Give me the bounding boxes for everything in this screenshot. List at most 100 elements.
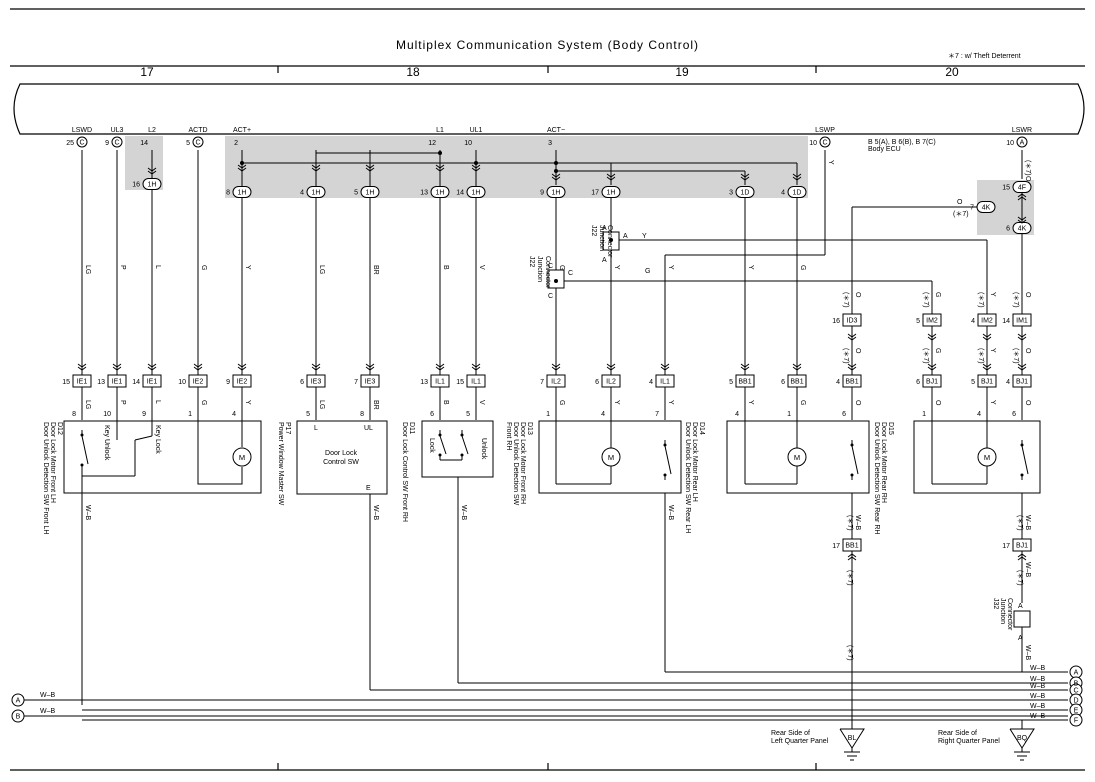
wire-segment bbox=[134, 435, 153, 441]
ecu-pin-name: LSWP bbox=[815, 127, 835, 134]
junction-pin-tag: 4F bbox=[1018, 185, 1026, 192]
component-name: D12 bbox=[56, 422, 63, 435]
switch-blade bbox=[1021, 445, 1029, 475]
connector-tag: IE2 bbox=[237, 379, 248, 386]
connector-im2 bbox=[922, 313, 942, 327]
connector-il2 bbox=[546, 374, 566, 388]
arrow-chevron bbox=[927, 333, 937, 338]
ecu-name: Body ECU bbox=[868, 146, 901, 153]
bus-ref-letter: C bbox=[1073, 688, 1078, 695]
ecu-pin-number: 10 bbox=[1006, 140, 1014, 147]
inner-label: Door Lock bbox=[325, 450, 357, 457]
bus-ref-letter: A bbox=[1074, 670, 1079, 677]
motor-label: M bbox=[608, 453, 614, 462]
ecu-pin-circle bbox=[819, 136, 831, 148]
arrow-chevron bbox=[237, 366, 247, 371]
bus-color-label: W–B bbox=[40, 692, 56, 699]
box-d13 bbox=[538, 420, 682, 494]
arrow-chevron bbox=[365, 366, 375, 371]
switch-label: Lock bbox=[428, 438, 435, 453]
connector-number: 9 bbox=[226, 379, 230, 386]
arrow-chevron bbox=[792, 363, 802, 368]
jc-label: J22 bbox=[590, 225, 597, 236]
junction-pin-tag: 1H bbox=[312, 190, 321, 197]
ground-label: Right Quarter Panel bbox=[938, 738, 1000, 745]
ground-label: Left Quarter Panel bbox=[771, 738, 829, 745]
star7-label: (＊7) bbox=[842, 348, 849, 364]
wire-color-label: G bbox=[645, 268, 650, 275]
wire-color-label: O bbox=[934, 400, 941, 406]
arrow-chevron bbox=[147, 170, 157, 175]
arrow-chevron bbox=[365, 164, 375, 169]
wire-color-label: O bbox=[1024, 400, 1031, 406]
star7-label: (＊7) bbox=[922, 348, 929, 364]
connector-number: 13 bbox=[97, 379, 105, 386]
arrow-chevron bbox=[982, 366, 992, 371]
junction-pin-1d bbox=[787, 186, 807, 198]
arrow-chevron bbox=[792, 173, 802, 178]
ecu-pin-name: UL1 bbox=[470, 127, 483, 134]
ecu-pin-number: 14 bbox=[140, 140, 148, 147]
connector-tag: IL2 bbox=[551, 379, 561, 386]
theft-deterrent-note: ＊7 : w/ Theft Deterrent bbox=[948, 53, 1021, 60]
arrow-chevron bbox=[982, 336, 992, 341]
ecu-pin-name: LSWD bbox=[72, 127, 92, 134]
motor-label: M bbox=[794, 453, 800, 462]
junction-pin-1h bbox=[142, 178, 162, 190]
ecu-name: B 5(A), B 6(B), B 7(C) bbox=[868, 139, 936, 146]
ground-label: Rear Side of bbox=[771, 730, 810, 737]
column-number: 20 bbox=[945, 65, 959, 79]
arrow-chevron bbox=[112, 366, 122, 371]
junction-pin-number: 15 bbox=[1002, 185, 1010, 192]
motor-symbol bbox=[787, 447, 807, 467]
component-name: Door Unlock Detection SW Rear RH bbox=[873, 422, 880, 534]
junction-pin-1h bbox=[306, 186, 326, 198]
wire-color-label: LG bbox=[318, 400, 325, 409]
ecu-pin-number: 10 bbox=[809, 140, 817, 147]
arrow-chevron bbox=[606, 176, 616, 181]
wire-color-label: Y bbox=[989, 400, 996, 405]
component-name: D13 bbox=[526, 422, 533, 435]
ecu-pin-number: 25 bbox=[66, 140, 74, 147]
term-label: UL bbox=[364, 425, 373, 432]
connector-number: 15 bbox=[62, 379, 70, 386]
column-number: 19 bbox=[675, 65, 689, 79]
connector-tag: BJ1 bbox=[1016, 379, 1028, 386]
arrow-chevron bbox=[927, 363, 937, 368]
connector-tag: IE1 bbox=[112, 379, 123, 386]
wire-color-label: P bbox=[119, 265, 126, 270]
arrow-chevron bbox=[112, 363, 122, 368]
component-name: D11 bbox=[408, 422, 415, 434]
ecu-pin-number: 3 bbox=[548, 140, 552, 147]
star7-label: (＊7) bbox=[977, 292, 984, 308]
connector-tag: IL2 bbox=[606, 379, 616, 386]
switch-label: Unlock bbox=[480, 438, 487, 460]
labels: 17 18 19 20 B 5(A), B 6(B), B 7(C)Body ECU LS… bbox=[16, 65, 1079, 745]
connector-il2 bbox=[601, 374, 621, 388]
wire-color-label: Y bbox=[747, 265, 754, 270]
star7-label: (＊7) bbox=[1016, 515, 1023, 531]
arrow-chevron bbox=[847, 556, 857, 561]
connector-number: 6 bbox=[300, 379, 304, 386]
wire-color-label: Y bbox=[667, 265, 674, 270]
junction-pin-tag: 1H bbox=[607, 190, 616, 197]
splice-dot bbox=[438, 151, 442, 155]
bus-color-label: W–B bbox=[1030, 693, 1046, 700]
connector-tag: IL1 bbox=[660, 379, 670, 386]
wire-color-label: V bbox=[478, 265, 485, 270]
component-name: D14 bbox=[698, 422, 705, 435]
wire-color-label: BR bbox=[372, 400, 379, 410]
arrow-chevron bbox=[740, 363, 750, 368]
column-number: 18 bbox=[406, 65, 420, 79]
wire-color-label: Y bbox=[989, 348, 996, 353]
junction-pin-1d bbox=[735, 186, 755, 198]
junction-pin-number: 17 bbox=[591, 190, 599, 197]
arrow-chevron bbox=[740, 173, 750, 178]
wire-color-label: B bbox=[442, 400, 449, 405]
splice-dot bbox=[474, 161, 478, 165]
wire-color-label: W–B bbox=[460, 505, 467, 521]
component-name: Door Unlock Detection SW bbox=[512, 422, 519, 506]
star7-label: (＊7) bbox=[846, 515, 853, 531]
wires bbox=[24, 150, 1068, 761]
wire-color-label: LG bbox=[84, 400, 91, 409]
